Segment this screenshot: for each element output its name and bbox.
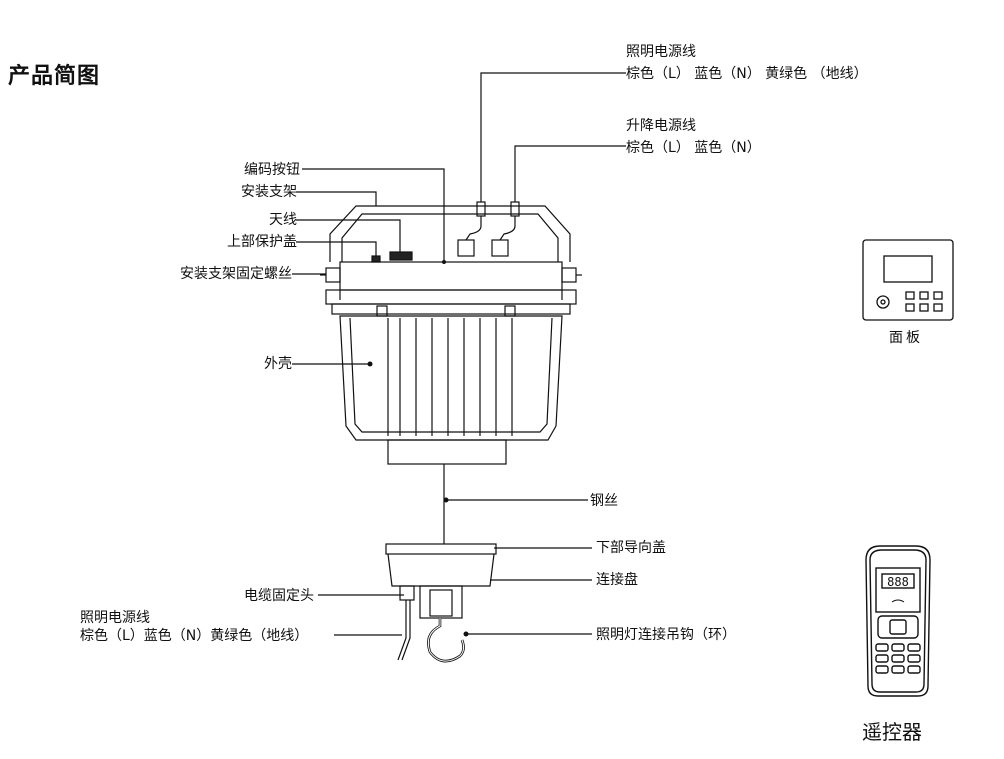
label-lighting-power: 照明电源线 — [626, 44, 696, 60]
control-panel-device — [862, 239, 954, 321]
label-hook: 照明灯连接吊钩（环） — [596, 627, 736, 643]
leader-top-cover — [296, 241, 377, 256]
remote-display-digits: 888 — [887, 575, 909, 589]
label-lower-guide-cover: 下部导向盖 — [596, 540, 666, 556]
label-lighting-power-colors: 棕色（L） 蓝色（N） 黄绿色 （地线） — [626, 66, 868, 82]
page-title: 产品简图 — [8, 64, 101, 89]
label-lift-power: 升降电源线 — [626, 118, 696, 134]
top-cover — [371, 255, 381, 263]
lamp-head — [320, 261, 582, 317]
remote-control-device: 888 — [865, 545, 931, 697]
label-antenna: 天线 — [269, 212, 297, 228]
label-bottom-power: 照明电源线 — [80, 610, 150, 626]
mount-bracket — [329, 205, 571, 262]
label-connect-plate: 连接盘 — [596, 572, 638, 588]
label-bottom-power-colors: 棕色（L）蓝色（N）黄绿色（地线） — [80, 628, 309, 644]
label-lift-power-colors: 棕色（L） 蓝色（N） — [626, 140, 761, 156]
label-cable-head: 电缆固定头 — [244, 588, 314, 604]
label-mount-bracket: 安装支架 — [241, 184, 297, 200]
lower-assembly — [385, 543, 497, 663]
label-top-cover: 上部保护盖 — [227, 234, 297, 250]
top-cable-glands — [457, 201, 520, 257]
leader-coding-button — [302, 168, 445, 262]
label-steel-wire: 钢丝 — [590, 493, 618, 509]
leader-antenna — [296, 219, 401, 252]
antenna — [389, 251, 413, 261]
label-remote: 遥控器 — [862, 720, 922, 744]
label-shell: 外壳 — [264, 356, 292, 372]
housing-shell — [339, 315, 563, 465]
leader-lighting-power — [480, 72, 626, 202]
leader-mount-bracket — [296, 191, 377, 206]
label-panel: 面板 — [889, 330, 923, 346]
label-bracket-screw: 安装支架固定螺丝 — [180, 266, 292, 282]
label-coding-button: 编码按钮 — [244, 162, 300, 178]
leader-lift-power — [514, 145, 626, 202]
